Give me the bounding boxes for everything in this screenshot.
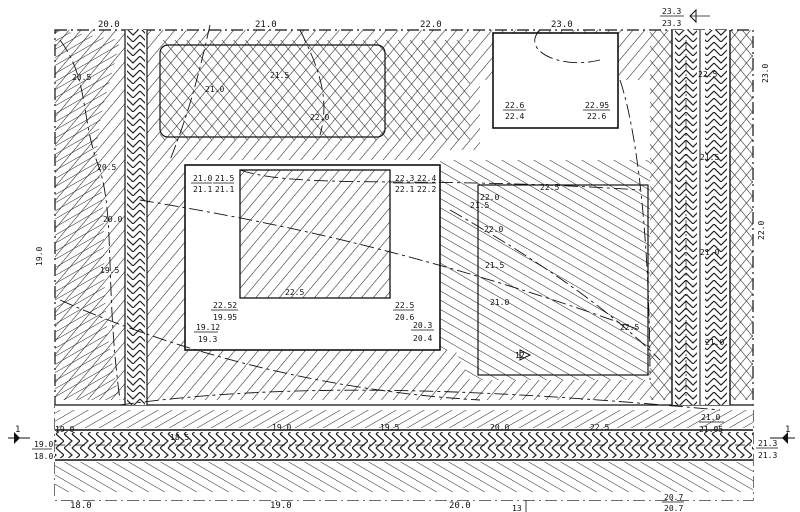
svg-text:22.4: 22.4	[505, 112, 524, 121]
spot-elevation: 23.3 23.3	[660, 7, 684, 28]
contour-label: 22.0	[757, 221, 766, 240]
contour-label: 22.5	[590, 423, 609, 432]
section-mark-right: 1	[770, 425, 795, 444]
arrow-top-right	[689, 8, 710, 24]
contour-label: 18.5	[170, 433, 189, 442]
spot-elevations: 22.6 22.4 22.95 22.6 21.0 21.1 21.5 21.1…	[32, 7, 778, 512]
svg-text:21.5: 21.5	[215, 174, 234, 183]
contour-label: 21.5	[700, 153, 719, 162]
spot-elevation: 20.7 20.7	[662, 493, 684, 512]
contour-label: 21.5	[470, 201, 489, 210]
svg-text:22.3: 22.3	[395, 174, 414, 183]
contour-label: 21.0	[700, 248, 719, 257]
svg-text:21.0: 21.0	[701, 413, 720, 422]
spot-elevation: 21.3 21.3	[756, 439, 778, 460]
contour-label: 19.5	[100, 266, 119, 275]
contour-label: 21.0	[705, 338, 724, 347]
contour-label: 19.0	[35, 247, 44, 266]
spot-elevation: 19.12 19.3	[194, 323, 220, 344]
svg-text:21.1: 21.1	[193, 185, 212, 194]
svg-text:18.0: 18.0	[34, 452, 53, 461]
svg-text:22.4: 22.4	[417, 174, 436, 183]
svg-text:20.6: 20.6	[395, 313, 414, 322]
svg-text:20.4: 20.4	[413, 334, 432, 343]
svg-text:22.5: 22.5	[395, 301, 414, 310]
spot-elevation: 22.5 20.6	[393, 301, 414, 322]
svg-text:13: 13	[512, 504, 522, 512]
spot-elevation: 21.5 21.1	[213, 174, 234, 194]
contour-label: 20.0	[490, 423, 509, 432]
contour-label: 21.0	[255, 20, 277, 30]
contour-label: 20.5	[97, 163, 116, 172]
left-path	[124, 30, 148, 405]
contour-label: 21.0	[490, 298, 509, 307]
contour-label: 23.0	[551, 20, 573, 30]
contour-lines	[59, 24, 721, 411]
spot-elevation: 22.4 22.2	[415, 174, 436, 194]
contour-label: 22.0	[420, 20, 442, 30]
section-mark-left: 1	[8, 425, 30, 444]
svg-text:23.3: 23.3	[662, 19, 681, 28]
contour-label: 22.5	[540, 183, 559, 192]
svg-text:19.95: 19.95	[213, 313, 237, 322]
svg-text:22.6: 22.6	[505, 101, 524, 110]
contour-label: 22.5	[698, 70, 717, 79]
svg-text:20.7: 20.7	[664, 504, 683, 512]
svg-text:21.1: 21.1	[215, 185, 234, 194]
contour-label: 21.5	[270, 71, 289, 80]
spot-elevation: 22.95 22.6	[583, 101, 610, 121]
svg-text:21.05: 21.05	[699, 425, 723, 434]
contour-label: 22.0	[480, 193, 499, 202]
contour-label: 20.0	[98, 20, 120, 30]
svg-text:20.7: 20.7	[664, 493, 683, 502]
spot-elevation: 22.52 19.95	[211, 301, 238, 322]
spot-elevation: 20.3 20.4	[411, 321, 434, 343]
contour-labels: 20.0 21.0 22.0 23.0 20.5 21.5 22.0 21.0 …	[35, 20, 770, 511]
contour-label: 21.5	[485, 261, 504, 270]
spot-elevation: 21.0 21.05	[699, 413, 724, 434]
marker-13: 13	[512, 500, 527, 512]
spot-elevation: 22.6 22.4	[503, 101, 526, 121]
spot-elevation: 22.3 22.1	[393, 174, 414, 194]
svg-text:22.52: 22.52	[213, 301, 237, 310]
building-northeast	[492, 32, 619, 129]
contour-label: 22.5	[620, 323, 639, 332]
svg-text:19.3: 19.3	[198, 335, 217, 344]
contour-label: 20.0	[449, 501, 471, 511]
svg-text:12: 12	[515, 351, 525, 360]
marker-12: 12	[515, 349, 532, 361]
svg-text:1: 1	[15, 425, 20, 435]
svg-text:19.12: 19.12	[196, 323, 220, 332]
contour-label: 19.0	[272, 423, 291, 432]
contour-label: 18.0	[70, 501, 92, 511]
contour-label: 20.0	[103, 215, 122, 224]
svg-text:22.1: 22.1	[395, 185, 414, 194]
svg-text:23.3: 23.3	[662, 7, 681, 16]
svg-text:19.0: 19.0	[34, 440, 53, 449]
contour-label: 22.5	[285, 288, 304, 297]
svg-text:22.2: 22.2	[417, 185, 436, 194]
contour-label: 22.0	[310, 113, 329, 122]
contour-label: 19.5	[380, 423, 399, 432]
svg-text:21.3: 21.3	[758, 451, 777, 460]
svg-text:21.0: 21.0	[193, 174, 212, 183]
svg-text:21.3: 21.3	[758, 439, 777, 448]
spot-elevation: 21.0 21.1	[191, 174, 212, 194]
spot-elevation: 19.0 18.0	[32, 440, 53, 461]
side-road	[671, 30, 731, 405]
contour-label: 19.0	[270, 501, 292, 511]
svg-text:22.6: 22.6	[587, 112, 606, 121]
terrace-north	[159, 44, 386, 138]
contour-label: 21.0	[205, 85, 224, 94]
contour-label: 19.0	[55, 425, 74, 434]
svg-text:20.3: 20.3	[413, 321, 432, 330]
road-pavement	[55, 404, 753, 500]
svg-text:1: 1	[785, 425, 790, 435]
contour-label: 20.5	[72, 73, 91, 82]
contour-label: 22.0	[484, 225, 503, 234]
contour-label: 23.0	[761, 64, 770, 83]
svg-text:22.95: 22.95	[585, 101, 609, 110]
